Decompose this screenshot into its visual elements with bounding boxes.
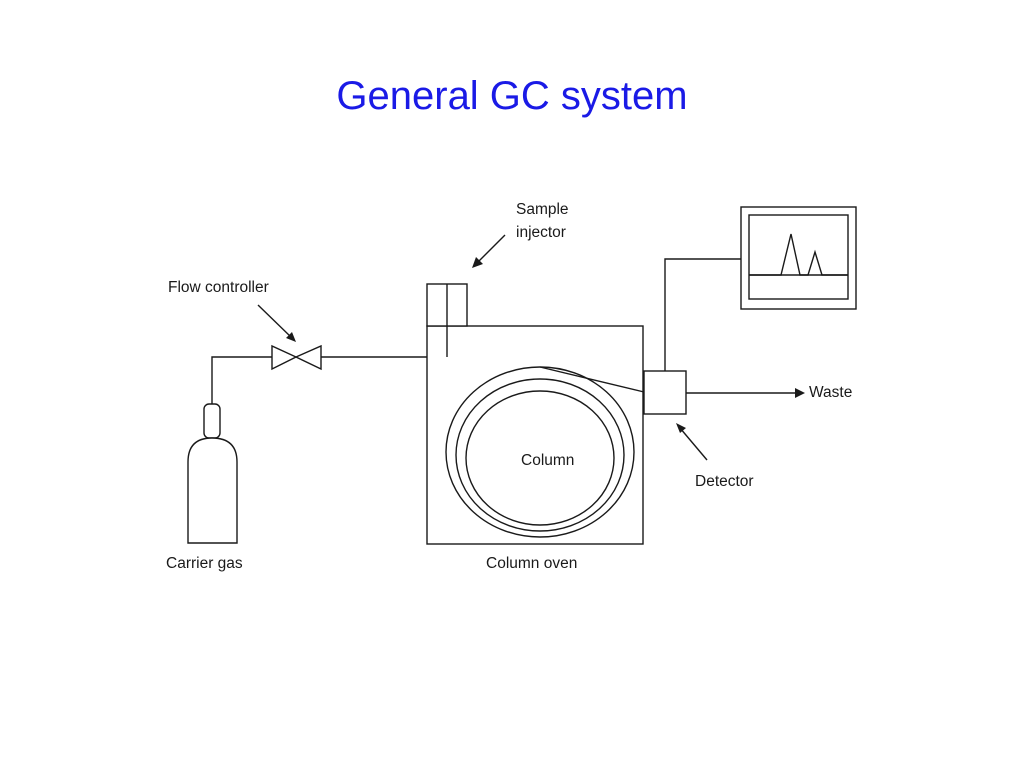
signal-line: [664, 258, 744, 371]
column-oven-label: Column oven: [486, 555, 577, 572]
carrier-gas-label: Carrier gas: [166, 555, 243, 572]
sample-injector-arrow: [472, 234, 506, 268]
chromatogram-monitor-icon: [740, 206, 857, 310]
slide-title: General GC system: [336, 74, 688, 118]
column-label: Column: [521, 452, 574, 469]
valve-icon: [271, 344, 322, 371]
sample-injector: [426, 283, 468, 357]
detector-box: [643, 370, 687, 415]
column-coil: [445, 366, 645, 538]
flow-controller-label: Flow controller: [168, 279, 269, 296]
detector-arrow: [676, 423, 708, 461]
sample-injector-label-2: injector: [516, 224, 566, 241]
gas-line-to-valve: [211, 356, 272, 404]
waste-label: Waste: [809, 384, 852, 401]
column-oven-box: [426, 325, 644, 545]
gas-cylinder-icon: [187, 403, 238, 544]
sample-injector-label-1: Sample: [516, 201, 569, 218]
flow-controller-arrow: [257, 304, 296, 342]
detector-label: Detector: [695, 473, 754, 490]
waste-arrow: [686, 388, 805, 398]
